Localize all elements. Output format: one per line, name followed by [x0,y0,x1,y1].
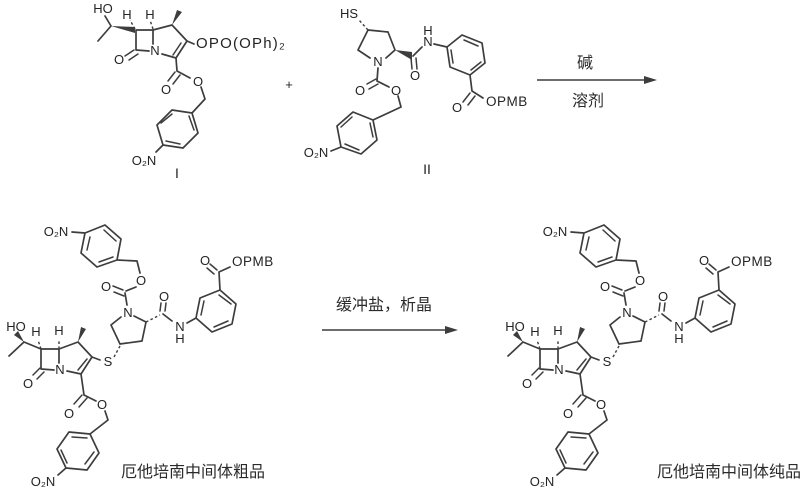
compound-ii-stereo-dashed-bonds [358,19,369,31]
atom-label-o: O [23,376,33,391]
atom-label-h: H [54,323,63,338]
atom-label-n: N [423,34,432,49]
reaction-arrow-1: 碱 溶剂 [537,54,657,110]
pure-product-label: 厄他培南中间体纯品 [657,463,800,481]
atom-label-h: H [122,7,131,22]
product-double-bonds [32,229,232,465]
crude-product-label: 厄他培南中间体粗品 [121,463,265,481]
reaction-arrow-2: 缓冲盐，析晶 [322,296,458,334]
atom-label-n: N [373,54,382,69]
atom-label-h: H [423,23,432,38]
condition-base: 碱 [577,54,593,72]
compound-ii-structure: HS N H N O O O O₂N O OPMB II [304,6,528,177]
compound-ii-bonds [330,29,486,155]
product-stereo-dashed-bonds [37,314,161,358]
atom-label-h: H [175,331,184,346]
compound-i-label: I [175,165,179,181]
atom-label-o: O [355,83,365,98]
arrowhead [445,326,458,334]
atom-label-o: O [64,406,74,421]
atom-label-o: O [410,68,420,83]
compound-i-bonds [97,15,206,153]
compound-ii-double-bonds [340,39,482,151]
product-bonds [8,224,237,476]
atom-label-ho: HO [93,1,113,16]
condition-buffer-crystallization: 缓冲盐，析晶 [336,296,432,314]
compound-ii-wedge-bonds [395,50,412,60]
atom-label-o: O [101,279,111,294]
atom-label-o: O [193,74,203,89]
compound-i-structure: HO H H N O OPO(OPh)₂ O O O₂N I [93,1,286,181]
atom-label-no2: O₂N [132,153,157,168]
atom-label-no2: O₂N [44,224,69,239]
atom-label-ho: HO [6,319,26,334]
atom-label-o: O [97,397,107,412]
atom-label-n: N [150,43,159,58]
compound-ii-label: II [423,161,431,177]
atom-label-o: O [452,100,462,115]
atom-label-no2: O₂N [304,145,329,160]
atom-label-o: O [391,83,401,98]
crude-product-structure: O₂N O O N O N H O OPMB HO H H N O S O O … [6,224,274,489]
enol-phosphate-label: OPO(OPh)₂ [196,35,286,52]
atom-label-o: O [114,52,124,67]
atom-label-n: N [175,319,184,334]
compound-i-double-bonds [124,42,195,145]
atom-label-o: O [159,289,169,304]
atom-label-h: H [145,7,154,22]
condition-solvent: 溶剂 [572,92,604,110]
opmb-label: OPMB [486,94,528,109]
atom-label-o: O [200,253,210,268]
plus-sign: + [285,77,293,92]
atom-label-o: O [161,82,171,97]
atom-label-h: H [31,324,40,339]
product-wedge-bonds [14,327,86,342]
opmb-label: OPMB [232,254,274,269]
atom-label-s: S [104,354,113,369]
atom-label-hs: HS [340,6,358,21]
arrowhead [644,76,657,84]
pure-product-structure [504,223,774,490]
atom-label-n: N [123,305,132,320]
atom-label-o: O [136,273,146,288]
atom-label-n: N [55,362,64,377]
compound-i-wedge-bonds [111,10,182,33]
atom-label-no2: O₂N [31,474,56,489]
